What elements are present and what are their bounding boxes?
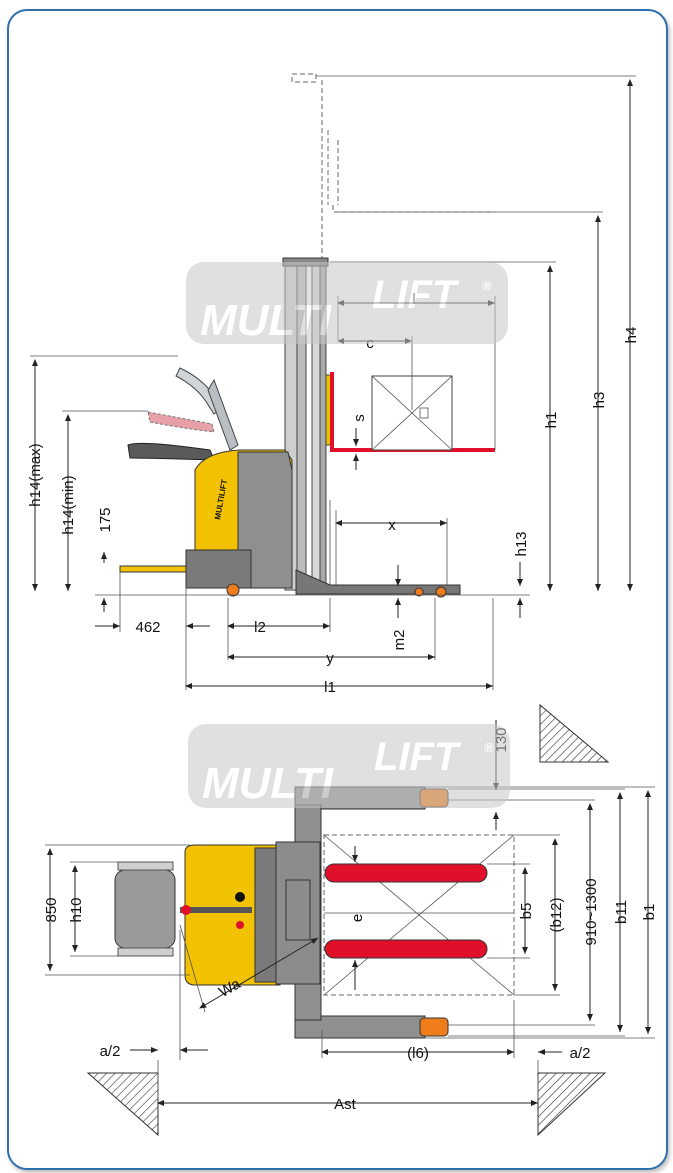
label-910-1300: 910~1300 — [583, 878, 600, 945]
truck-body: MULTILIFT — [119, 449, 461, 598]
label-h3: h3 — [591, 392, 608, 409]
side-view: MULTI LIFT — [27, 73, 640, 696]
hatch-top-right — [539, 703, 610, 763]
label-h1: h1 — [543, 412, 560, 429]
tiller-arm — [127, 367, 239, 461]
hatch-bottom-right — [537, 1072, 607, 1137]
svg-text:LIFT: LIFT — [374, 735, 462, 779]
label-x: x — [388, 517, 396, 534]
watermark-logo-side: MULTI LIFT ® — [186, 262, 508, 345]
label-b5: b5 — [518, 903, 535, 920]
label-462: 462 — [135, 619, 160, 636]
svg-text:MULTI: MULTI — [202, 759, 334, 808]
svg-text:®: ® — [484, 740, 494, 755]
label-e: e — [349, 914, 366, 922]
svg-text:MULTI: MULTI — [200, 296, 332, 345]
label-h14-min: h14(min) — [60, 475, 77, 534]
label-h4: h4 — [623, 327, 640, 344]
label-b1: b1 — [641, 904, 658, 921]
label-850: 850 — [43, 897, 60, 922]
svg-text:®: ® — [482, 278, 492, 293]
label-175: 175 — [97, 507, 114, 532]
forks-top — [324, 863, 488, 959]
label-Ast: Ast — [334, 1096, 357, 1113]
label-y: y — [326, 650, 334, 667]
watermark-logo-top: MULTI LIFT ® — [188, 724, 510, 808]
label-a2-left: a/2 — [100, 1043, 121, 1060]
label-m2: m2 — [391, 630, 408, 651]
svg-text:LIFT: LIFT — [372, 273, 460, 317]
top-view: 130 850 h10 e b5 (b12) 910~1300 b11 b1 W… — [43, 703, 658, 1137]
label-a2-right: a/2 — [570, 1045, 591, 1062]
label-l1: l1 — [324, 679, 336, 696]
label-b11: b11 — [613, 900, 630, 924]
label-l2: l2 — [254, 619, 266, 636]
label-h10: h10 — [68, 897, 85, 922]
hatch-bottom-left — [86, 1072, 159, 1137]
extended-mast-outline — [291, 73, 495, 260]
label-l6: (l6) — [407, 1045, 429, 1062]
truck-body-top — [114, 841, 321, 986]
label-h14-max: h14(max) — [27, 443, 44, 506]
label-h13: h13 — [513, 531, 530, 556]
label-b12: (b12) — [548, 897, 565, 932]
label-s: s — [351, 414, 368, 422]
